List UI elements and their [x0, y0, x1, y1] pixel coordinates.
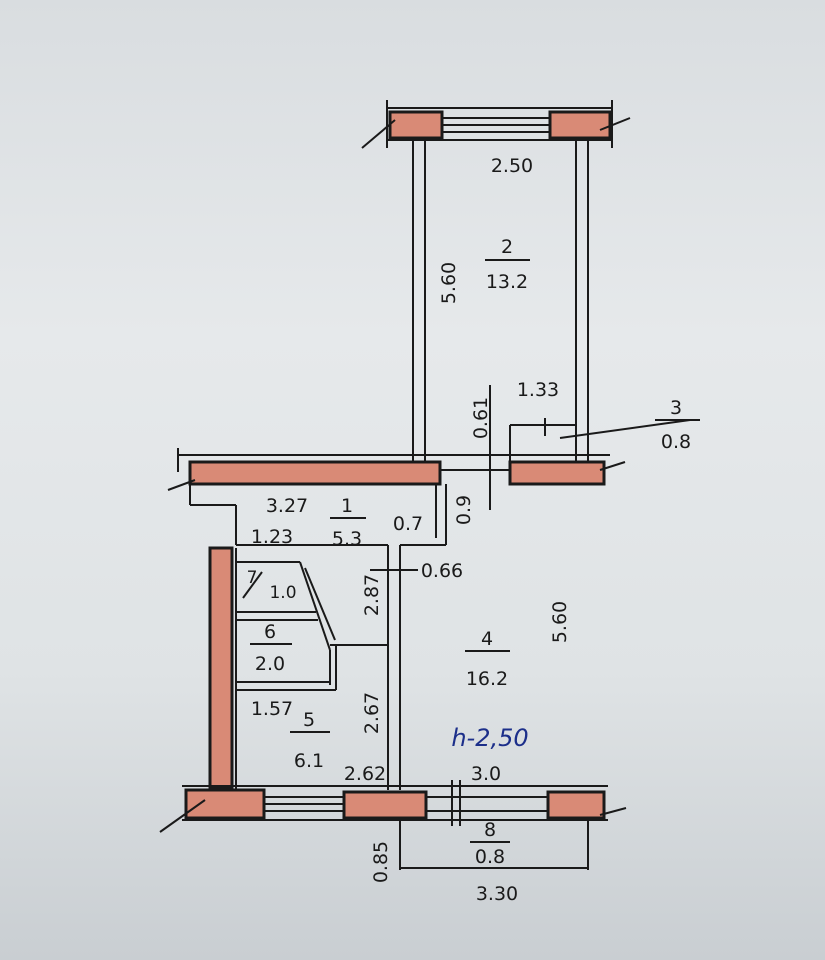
room-8-label: 8 0.8 — [470, 819, 510, 868]
room-area: 5.3 — [332, 528, 362, 550]
room-6-label: 6 2.0 — [250, 621, 292, 675]
room-3-label: 3 0.8 — [655, 397, 700, 453]
room-2-label: 2 13.2 — [485, 236, 530, 293]
dim-room5-bottom: 2.62 — [344, 763, 386, 785]
dim-balcony-width: 3.30 — [476, 883, 518, 905]
room-area: 6.1 — [294, 750, 324, 772]
room-number: 6 — [264, 621, 276, 643]
dim-room5-width: 1.57 — [251, 698, 293, 720]
dim-hall-step: 0.7 — [393, 513, 423, 535]
dim-closet-depth: 2.87 — [361, 574, 383, 616]
dim-door-gap: 0.9 — [453, 495, 475, 525]
dim-room5-length: 2.67 — [361, 692, 383, 734]
dim-room4-width: 3.0 — [471, 763, 501, 785]
room-number: 2 — [501, 236, 513, 258]
bottom-wall — [159, 780, 627, 870]
dim-hall-width: 1.23 — [251, 526, 293, 548]
room-number: 4 — [481, 628, 493, 650]
room-area: 2.0 — [255, 653, 285, 675]
room-number: 1 — [341, 495, 353, 517]
middle-wall — [167, 448, 626, 491]
closets — [236, 561, 388, 691]
room-7-label: 7 1.0 — [242, 568, 297, 603]
dim-room2-width: 2.50 — [491, 155, 533, 177]
room-number: 3 — [670, 397, 682, 419]
dim-balcony-depth: 0.85 — [370, 841, 392, 883]
dim-hall-length: 3.27 — [266, 495, 308, 517]
room-1-label: 1 5.3 — [330, 495, 366, 550]
room-4-label: 4 16.2 — [465, 628, 510, 690]
dim-room2-length: 5.60 — [438, 262, 460, 304]
room-number: 5 — [303, 709, 315, 731]
room-area: 13.2 — [486, 271, 528, 293]
room-area: 1.0 — [269, 583, 296, 603]
dim-loggia-depth: 0.61 — [470, 397, 492, 439]
room-5-label: 5 6.1 — [290, 709, 330, 772]
hall-walls — [189, 484, 447, 790]
dim-loggia-width: 1.33 — [517, 379, 559, 401]
room-number: 8 — [484, 819, 496, 841]
room-area: 0.8 — [661, 431, 691, 453]
dim-room4-length: 5.60 — [549, 601, 571, 643]
room-area: 0.8 — [475, 846, 505, 868]
dim-hall-offset: 0.66 — [421, 560, 463, 582]
room-number: 7 — [247, 568, 258, 588]
room-area: 16.2 — [466, 668, 508, 690]
ceiling-height-note: h-2,50 — [451, 724, 528, 752]
